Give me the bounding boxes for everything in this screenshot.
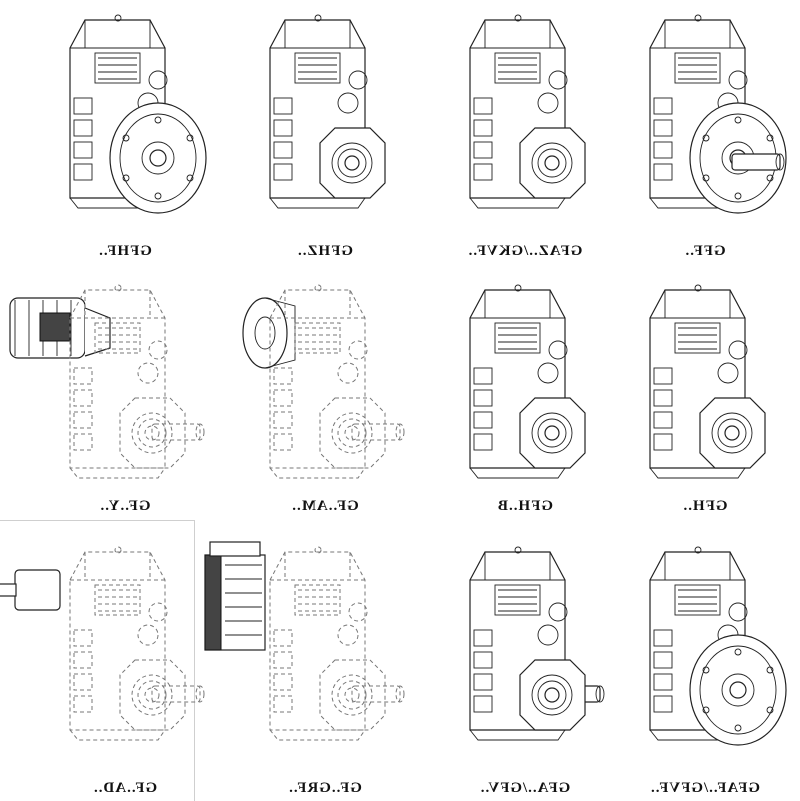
bearing-cover (728, 340, 748, 360)
output-shaft (151, 685, 205, 703)
model-label: GFHZ.. (297, 243, 354, 259)
side-gear-unit (204, 541, 266, 651)
bearing-cover (728, 70, 748, 90)
hollow-shaft (119, 659, 186, 731)
bearing-cover (537, 624, 559, 646)
catalog-item: GF..GRF.. (204, 540, 410, 800)
model-label: GF..AM.. (291, 498, 359, 514)
model-label: GFAZ../GKVF.. (467, 243, 583, 259)
output-shaft (351, 423, 405, 441)
hollow-shaft (519, 659, 586, 731)
terminal-box (39, 312, 71, 342)
gear-reducer-drawing (469, 284, 586, 479)
gear-reducer-drawing (649, 284, 766, 479)
catalog-item: GFH.. (620, 278, 790, 538)
catalog-item: GFHF.. (40, 8, 210, 268)
bearing-cover (548, 602, 568, 622)
hollow-shaft (519, 397, 586, 469)
output-flange (689, 634, 787, 746)
bearing-cover (348, 602, 368, 622)
bearing-cover (337, 362, 359, 384)
model-label: GF..Y.. (99, 498, 151, 514)
gearbox-housing (69, 284, 168, 479)
bearing-cover (148, 70, 168, 90)
model-label: GF..AD.. (92, 780, 158, 796)
bearing-cover (548, 70, 568, 90)
bearing-cover (137, 362, 159, 384)
bearing-cover (548, 340, 568, 360)
gear-reducer-drawing (9, 284, 205, 479)
gear-reducer-drawing (0, 546, 205, 741)
output-flange (109, 102, 207, 214)
catalog-item: GF..Y.. (9, 278, 210, 538)
gear-reducer-drawing (242, 284, 405, 479)
bearing-cover (137, 624, 159, 646)
electric-motor (9, 297, 111, 359)
gearbox-housing (269, 284, 368, 479)
model-label: GFH.. (682, 498, 728, 514)
catalog-item: GFH..B (440, 278, 610, 538)
bearing-cover (537, 362, 559, 384)
bearing-cover (148, 340, 168, 360)
panel-frame (0, 520, 195, 801)
model-label: GFH..B (497, 498, 554, 514)
bearing-cover (348, 70, 368, 90)
bearing-cover (348, 340, 368, 360)
bearing-cover (728, 602, 748, 622)
catalog-item: GF..AD.. (0, 540, 210, 800)
gearbox-housing (69, 546, 168, 741)
bearing-cover (337, 92, 359, 114)
catalog-item: GF..AM.. (240, 278, 410, 538)
hollow-shaft (319, 127, 386, 199)
bearing-cover (537, 92, 559, 114)
catalog-item: GFAF../GFVF.. (620, 540, 790, 800)
bearing-cover (337, 624, 359, 646)
catalog-item: GFAZ../GKVF.. (440, 8, 610, 268)
input-shaft (0, 569, 61, 611)
model-label: GFHF.. (98, 243, 152, 259)
output-shaft (151, 423, 205, 441)
gear-reducer-drawing (649, 14, 787, 214)
gear-reducer-drawing (649, 546, 787, 746)
gear-reducer-drawing (469, 546, 605, 741)
hollow-shaft (519, 127, 586, 199)
hollow-shaft (699, 397, 766, 469)
gearbox-housing (269, 546, 368, 741)
model-label: GFF.. (684, 243, 726, 259)
gear-reducer-drawing (269, 14, 386, 209)
motor-adapter (242, 297, 296, 369)
output-shaft (351, 685, 405, 703)
hollow-shaft (319, 659, 386, 731)
gear-reducer-drawing (204, 541, 405, 741)
gear-reducer-drawing (469, 14, 586, 209)
hollow-shaft (319, 397, 386, 469)
catalog-item: GFHZ.. (240, 8, 410, 268)
model-label: GFAF../GFVF.. (650, 780, 760, 796)
gear-reducer-drawing (69, 14, 207, 214)
catalog-item: GFF.. (620, 8, 790, 268)
output-shaft (731, 153, 785, 171)
model-label: GF..GRF.. (288, 780, 362, 796)
bearing-cover (717, 362, 739, 384)
hollow-shaft (119, 397, 186, 469)
catalog-item: GFA../GFV.. (440, 540, 610, 800)
model-label: GFA../GFV.. (479, 780, 571, 796)
bearing-cover (148, 602, 168, 622)
